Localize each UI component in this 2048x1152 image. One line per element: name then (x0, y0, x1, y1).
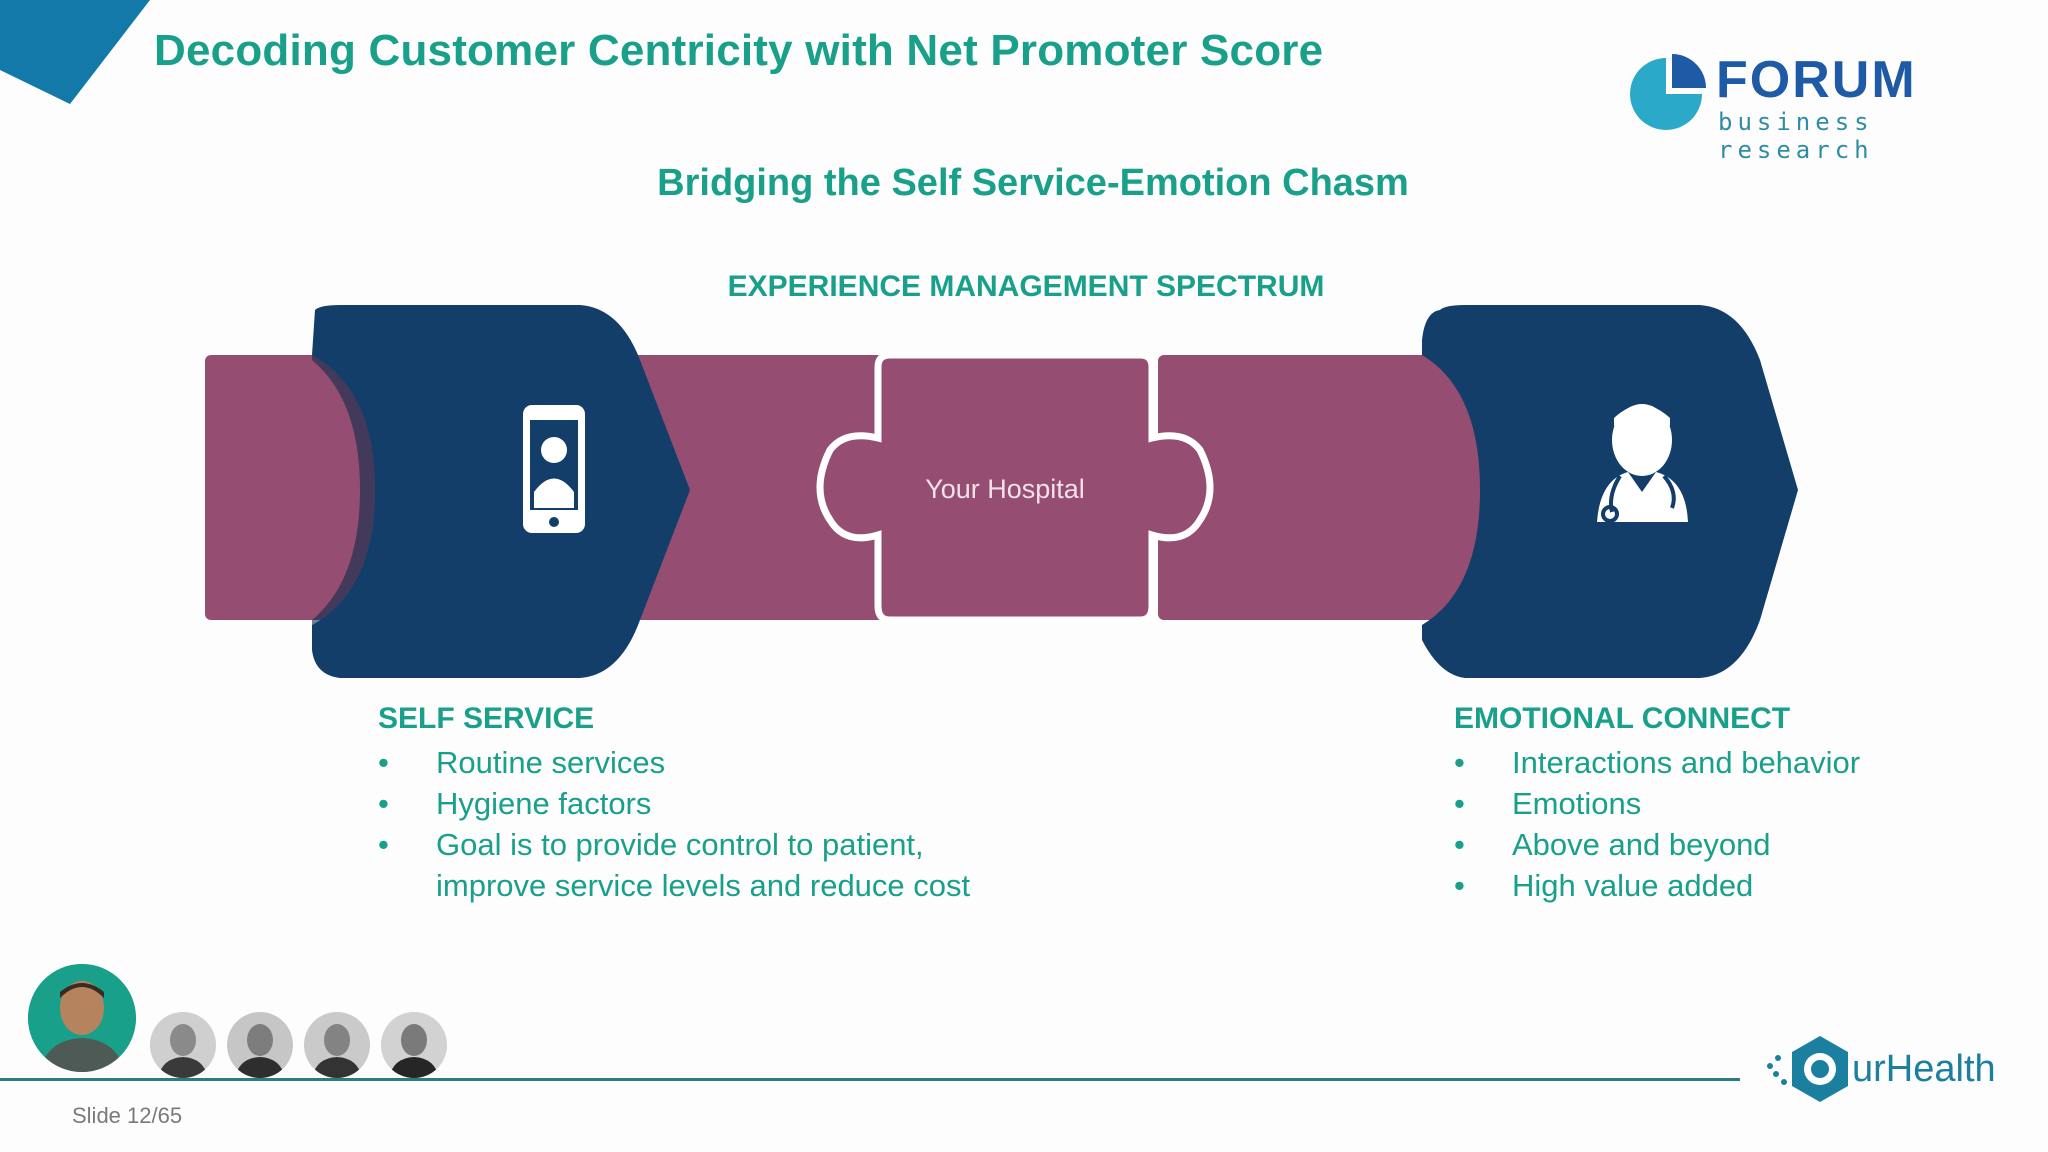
participant-avatar[interactable] (381, 1012, 447, 1078)
spectrum-label: EXPERIENCE MANAGEMENT SPECTRUM (727, 270, 1325, 303)
puzzle-piece-icon (816, 351, 1214, 624)
forum-logo-text: FORUM (1716, 51, 1917, 109)
footer-divider (0, 1078, 1740, 1081)
qurhealth-logo-text: urHealth (1852, 1048, 1996, 1090)
participant-avatar[interactable] (304, 1012, 370, 1078)
list-item: Interactions and behavior (1454, 742, 2014, 783)
forum-logo-icon (1630, 54, 1706, 130)
emotional-connect-heading: EMOTIONAL CONNECT (1454, 702, 1791, 735)
participant-avatar[interactable] (150, 1012, 216, 1078)
left-badge (312, 305, 690, 678)
list-item: Hygiene factors (378, 783, 1018, 824)
qurhealth-logo-icon (1767, 1036, 1848, 1102)
list-item: Above and beyond (1454, 824, 2014, 865)
slide-title: Decoding Customer Centricity with Net Pr… (154, 26, 1324, 75)
list-item: Emotions (1454, 783, 2014, 824)
self-service-column: SELF SERVICE Routine services Hygiene fa… (378, 702, 1018, 906)
slide-number: Slide 12/65 (72, 1103, 183, 1128)
doctor-stethoscope-icon (1597, 404, 1688, 523)
presenter-avatar[interactable] (28, 964, 136, 1072)
slide-subtitle: Bridging the Self Service-Emotion Chasm (657, 162, 1409, 204)
forum-logo-subtext: business research (1718, 108, 1874, 164)
corner-accent-shape (0, 0, 150, 104)
emotional-connect-column: EMOTIONAL CONNECT Interactions and behav… (1454, 702, 2014, 906)
list-item: Routine services (378, 742, 1018, 783)
experience-spectrum-diagram (205, 305, 1798, 678)
participant-avatar[interactable] (227, 1012, 293, 1078)
smartphone-user-icon (523, 405, 585, 533)
center-label: Your Hospital (925, 474, 1085, 504)
self-service-heading: SELF SERVICE (378, 702, 595, 735)
list-item: High value added (1454, 865, 2014, 906)
list-item: Goal is to provide control to patient, i… (378, 824, 1018, 906)
